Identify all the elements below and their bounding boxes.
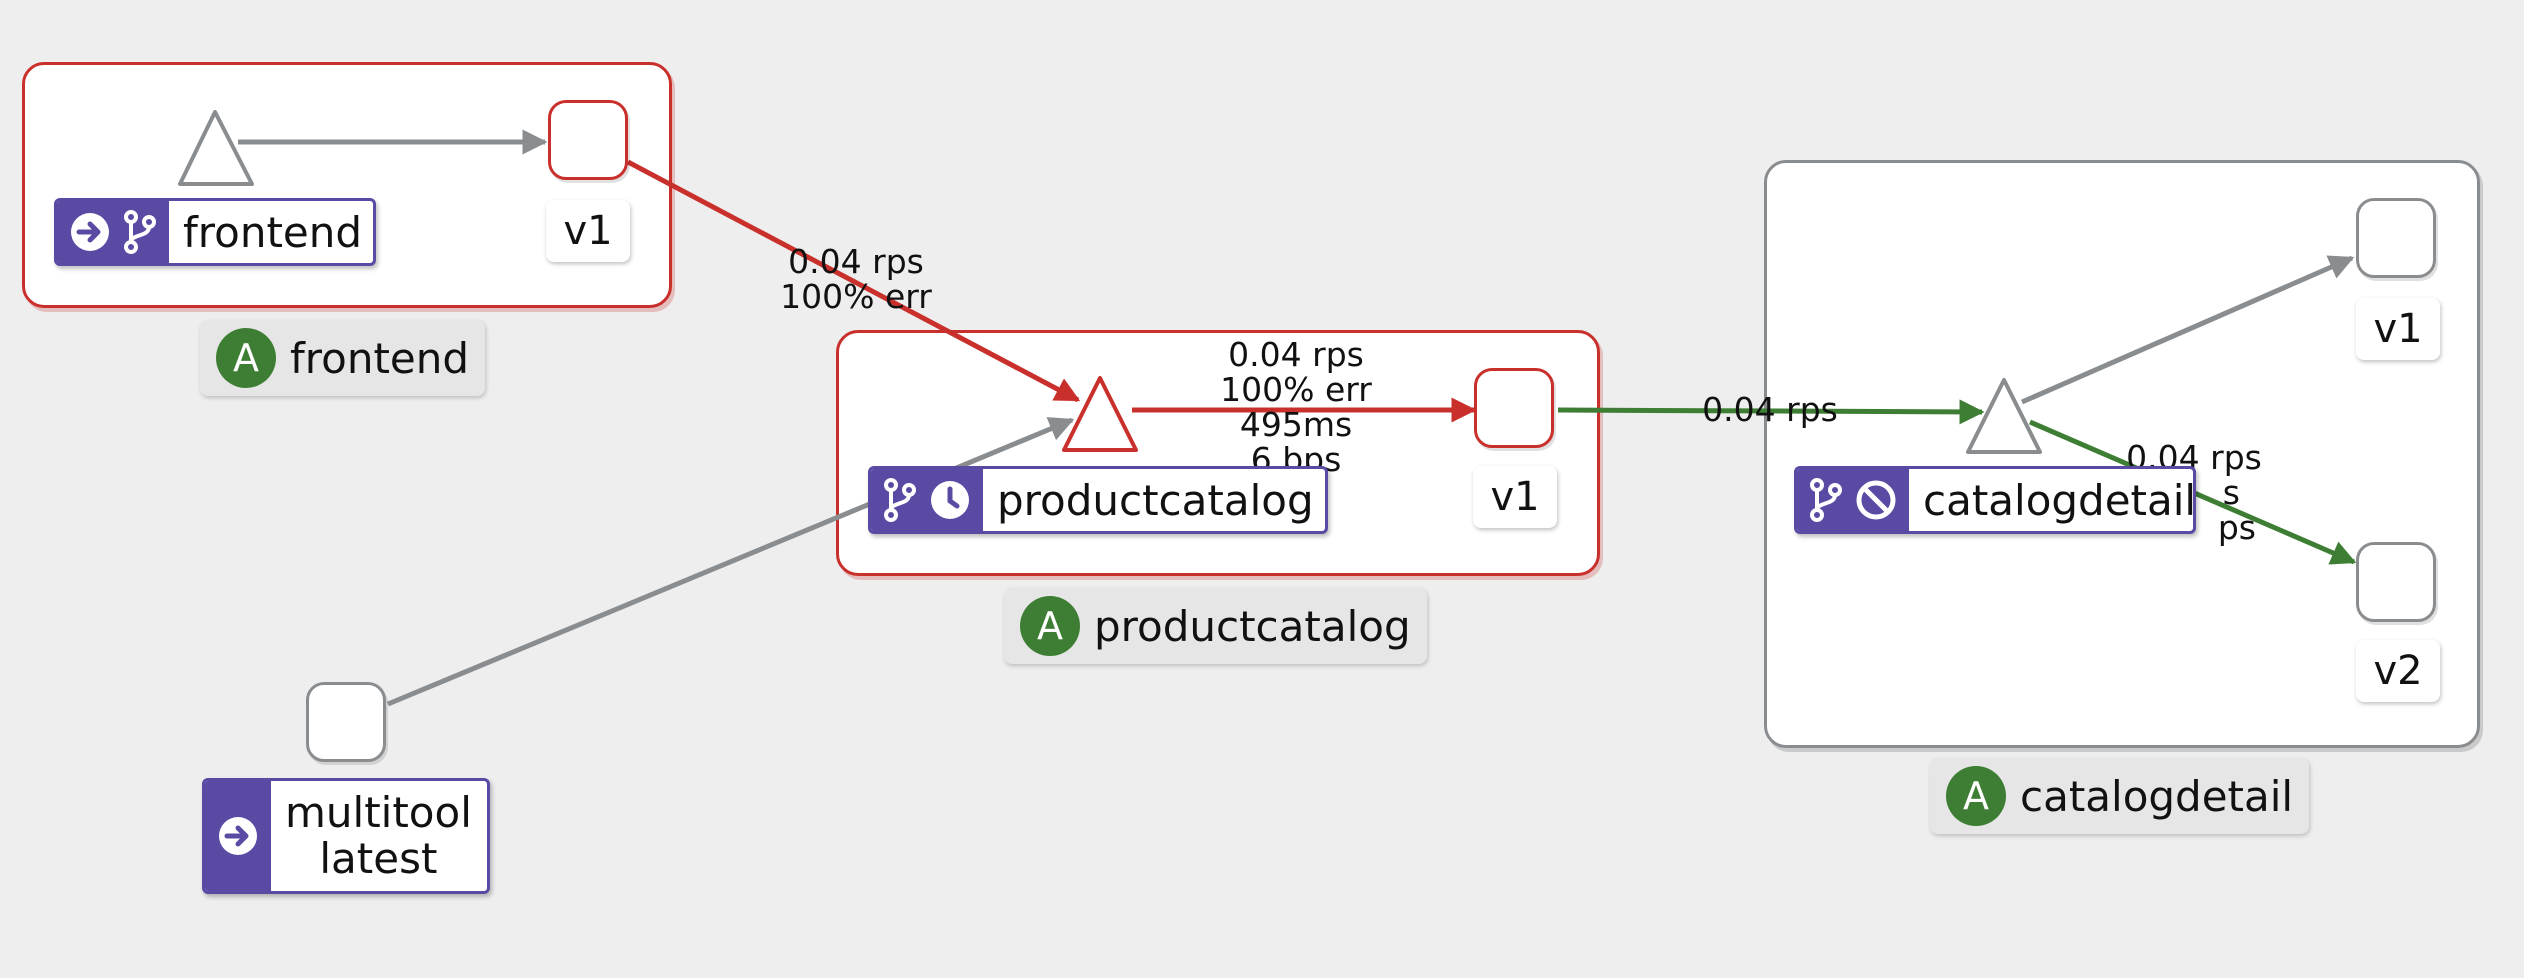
frontend-service-name: frontend [183,207,363,257]
edge-label-frontend-to-productcatalog: 0.04 rps 100% err [762,244,950,314]
productcatalog-service-node[interactable] [1062,376,1138,452]
app-badge-icon: A [1946,766,2006,826]
multitool-node[interactable] [306,682,386,762]
edge-label-line: 0.04 rps [1228,335,1364,374]
app-badge-icon: A [216,328,276,388]
edge-label-line: 100% err [1220,370,1372,409]
catalogdetail-v2-node[interactable] [2356,542,2436,622]
edge-frontend-to-productcatalog[interactable] [626,159,1081,403]
frontend-app-name: frontend [290,333,470,383]
edge-label-line: 100% err [780,277,932,316]
frontend-app-label[interactable]: A frontend [200,320,486,396]
frontend-v1-node[interactable] [548,100,628,180]
edge-label-productcatalog-v1-to-catalogdetail: 0.04 rps [1690,392,1850,427]
productcatalog-service-badge[interactable]: productcatalog [868,466,1328,534]
edge-label-line: 0.04 rps [1702,390,1838,429]
arrow-right-circle-icon [219,817,257,855]
badge-icons [57,201,169,263]
edge-productcatalog-v1-to-catalogdetail[interactable] [1557,399,1985,425]
app-badge-icon: A [1020,596,1080,656]
edge-label-line: 0.04 rps [788,242,924,281]
edge-multitool-to-productcatalog[interactable] [387,417,1075,707]
catalogdetail-service-badge[interactable]: catalogdetail [1794,466,2196,534]
catalogdetail-v1-label: v1 [2356,298,2440,360]
catalogdetail-v2-label: v2 [2356,640,2440,702]
frontend-service-node[interactable] [178,110,254,186]
edge-label-productcatalog-to-v1: 0.04 rps 100% err 495ms 6 bps [1202,337,1390,477]
productcatalog-v1-node[interactable] [1474,368,1554,448]
branch-icon [124,210,156,254]
badge-icons [871,469,983,531]
productcatalog-v1-label: v1 [1473,466,1557,528]
catalogdetail-app-name: catalogdetail [2020,771,2294,821]
productcatalog-app-label[interactable]: A productcatalog [1004,588,1427,664]
frontend-service-badge[interactable]: frontend [54,198,376,266]
frontend-v1-label: v1 [546,200,630,262]
catalogdetail-app-label[interactable]: A catalogdetail [1930,758,2310,834]
arrow-right-circle-icon [71,213,109,251]
badge-icons [1797,469,1909,531]
catalogdetail-service-name: catalogdetail [1923,475,2196,525]
badge-icons [205,781,271,891]
edge-label-line: 495ms [1239,405,1353,444]
edge-catalogdetail-to-v1[interactable] [2021,255,2355,405]
multitool-workload-name: multitool latest [271,781,486,891]
productcatalog-app-name: productcatalog [1094,601,1411,651]
productcatalog-app-box [836,330,1600,576]
branch-icon [884,478,916,522]
catalogdetail-v1-node[interactable] [2356,198,2436,278]
edge-label-line: s [2222,473,2240,512]
multitool-workload-badge[interactable]: multitool latest [202,778,490,894]
productcatalog-service-name: productcatalog [997,475,1314,525]
edge-label-line: ps [2217,508,2256,547]
ban-icon [1856,480,1896,520]
catalogdetail-service-node[interactable] [1966,378,2042,454]
multitool-version: latest [319,834,438,883]
branch-icon [1810,478,1842,522]
multitool-name: multitool [285,788,472,837]
clock-icon [931,481,969,519]
